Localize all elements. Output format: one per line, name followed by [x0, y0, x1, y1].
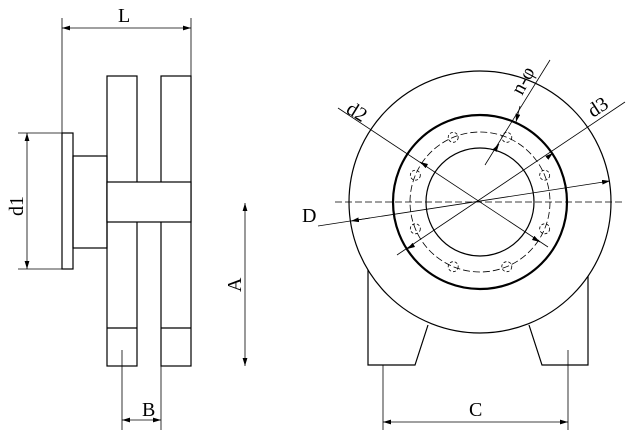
label-d3: d3 — [584, 93, 613, 122]
label-D: D — [302, 205, 316, 227]
hub — [72, 155, 108, 249]
label-L: L — [118, 5, 130, 27]
bolt-hole — [409, 169, 421, 181]
label-B: B — [142, 399, 155, 421]
bolt-hole — [447, 261, 459, 273]
bolt-hole — [539, 169, 551, 181]
bolt-hole — [447, 131, 459, 143]
bolt-hole — [539, 223, 551, 235]
flange — [61, 132, 74, 270]
label-d1: d1 — [6, 196, 28, 216]
shaft — [106, 181, 192, 223]
bolt-hole — [409, 223, 421, 235]
label-d2: d2 — [342, 98, 371, 127]
bolt-hole — [501, 261, 513, 273]
foot-right — [528, 267, 589, 366]
label-A: A — [224, 277, 246, 292]
foot-left — [367, 267, 429, 366]
front-view: d2 d3 D n-φ C — [302, 59, 626, 430]
label-C: C — [469, 399, 482, 421]
side-view: L d1 A B — [6, 5, 248, 430]
